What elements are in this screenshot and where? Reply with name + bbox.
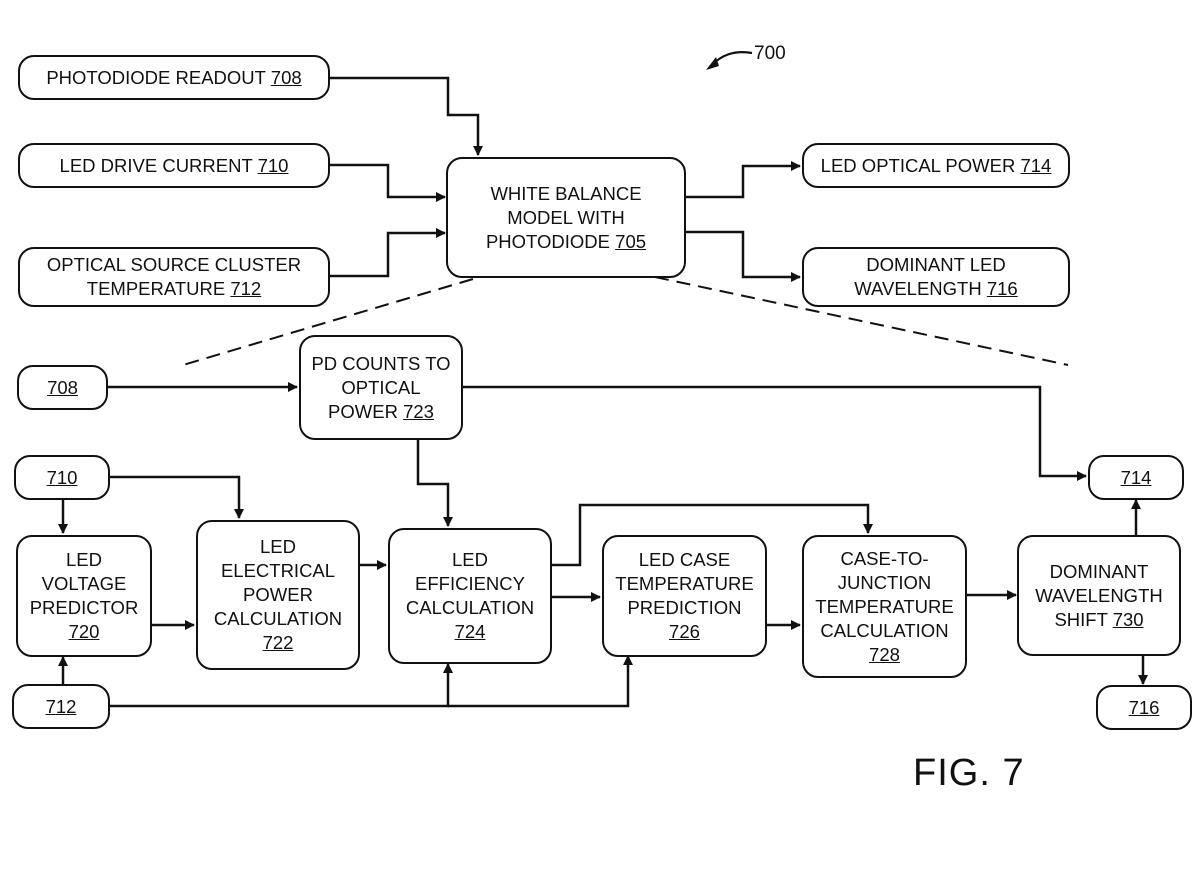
box-label: LED DRIVE CURRENT [59, 154, 258, 176]
ref-number: 724 [454, 621, 486, 642]
detail-input-708: 708 [17, 365, 108, 410]
ref-number: 712 [230, 278, 262, 299]
connector-712-to-705 [330, 228, 446, 278]
box-label: OPTICAL SOURCE CLUSTER TEMPERATURE [46, 254, 302, 299]
white-balance-model-block: WHITE BALANCE MODEL WITH PHOTODIODE 705 [446, 157, 686, 278]
block-dominant-wavelength-shift: DOMINANT WAVELENGTH SHIFT 730 [1017, 535, 1181, 656]
input-led-drive-current: LED DRIVE CURRENT 710 [18, 143, 330, 188]
ref-number: 705 [615, 230, 647, 252]
ref-number: 726 [669, 621, 700, 642]
box-label: DOMINANT WAVELENGTH SHIFT [1035, 560, 1163, 630]
connector-710-to-722 [110, 475, 244, 519]
connector-708-to-705 [330, 76, 483, 156]
ref-number: 716 [986, 278, 1018, 299]
connector-710-to-705 [330, 163, 446, 202]
box-label: PD COUNTS TO OPTICAL POWER [311, 352, 451, 422]
detail-input-710: 710 [14, 455, 110, 500]
ref-number: 728 [869, 643, 900, 665]
input-photodiode-readout: PHOTODIODE READOUT 708 [18, 55, 330, 100]
box-label: DOMINANT LED WAVELENGTH [854, 254, 1006, 299]
ref-number: 708 [270, 66, 302, 88]
ref-number: 712 [45, 695, 77, 717]
block-led-voltage-predictor: LED VOLTAGE PREDICTOR 720 [16, 535, 152, 657]
ref-number: 710 [46, 466, 78, 488]
box-label: LED VOLTAGE PREDICTOR [29, 549, 139, 618]
input-optical-source-cluster-temperature: OPTICAL SOURCE CLUSTER TEMPERATURE 712 [18, 247, 330, 307]
block-led-case-temperature-prediction: LED CASE TEMPERATURE PREDICTION 726 [602, 535, 767, 657]
zoom-line-left [182, 278, 474, 366]
box-label: CASE-TO- JUNCTION TEMPERATURE CALCULATIO… [815, 547, 954, 641]
figure-label: FIG. 7 [913, 752, 1025, 794]
zoom-line-right [654, 276, 1069, 366]
connector-723-to-714 [463, 385, 1087, 481]
connector-712-to-726 [448, 655, 633, 708]
box-label: LED ELECTRICAL POWER CALCULATION [213, 536, 343, 629]
box-label: LED CASE TEMPERATURE PREDICTION [615, 549, 754, 618]
ref-number: 722 [262, 632, 294, 653]
ref-number: 716 [1128, 696, 1160, 718]
ref-number: 714 [1120, 466, 1152, 488]
output-dominant-led-wavelength: DOMINANT LED WAVELENGTH 716 [802, 247, 1070, 307]
block-pd-counts-to-optical-power: PD COUNTS TO OPTICAL POWER 723 [299, 335, 463, 440]
box-label: LED OPTICAL POWER [820, 154, 1021, 176]
output-led-optical-power: LED OPTICAL POWER 714 [802, 143, 1070, 188]
box-label: LED EFFICIENCY CALCULATION [405, 549, 535, 618]
connector-705-to-716 [685, 230, 801, 282]
block-case-to-junction-temperature-calculation: CASE-TO- JUNCTION TEMPERATURE CALCULATIO… [802, 535, 967, 678]
figure-reference-number: 700 [754, 43, 786, 64]
ref-number: 720 [68, 621, 100, 642]
ref-number: 708 [47, 376, 78, 398]
box-label: PHOTODIODE READOUT [46, 66, 271, 88]
block-led-efficiency-calculation: LED EFFICIENCY CALCULATION 724 [388, 528, 552, 664]
detail-output-714: 714 [1088, 455, 1184, 500]
reference-arrowhead-icon [706, 57, 719, 70]
detail-output-716: 716 [1096, 685, 1192, 730]
ref-number: 710 [257, 154, 289, 176]
connector-705-to-714 [685, 161, 801, 199]
connector-712-to-724 [110, 663, 453, 708]
connector-723-to-724 [416, 440, 453, 527]
ref-number: 714 [1020, 154, 1052, 176]
box-label: WHITE BALANCE MODEL WITH PHOTODIODE [485, 182, 642, 252]
ref-number: 723 [403, 400, 434, 422]
ref-number: 730 [1112, 608, 1144, 630]
block-led-electrical-power-calculation: LED ELECTRICAL POWER CALCULATION 722 [196, 520, 360, 670]
connector-724-to-728 [551, 503, 873, 567]
detail-input-712: 712 [12, 684, 110, 729]
